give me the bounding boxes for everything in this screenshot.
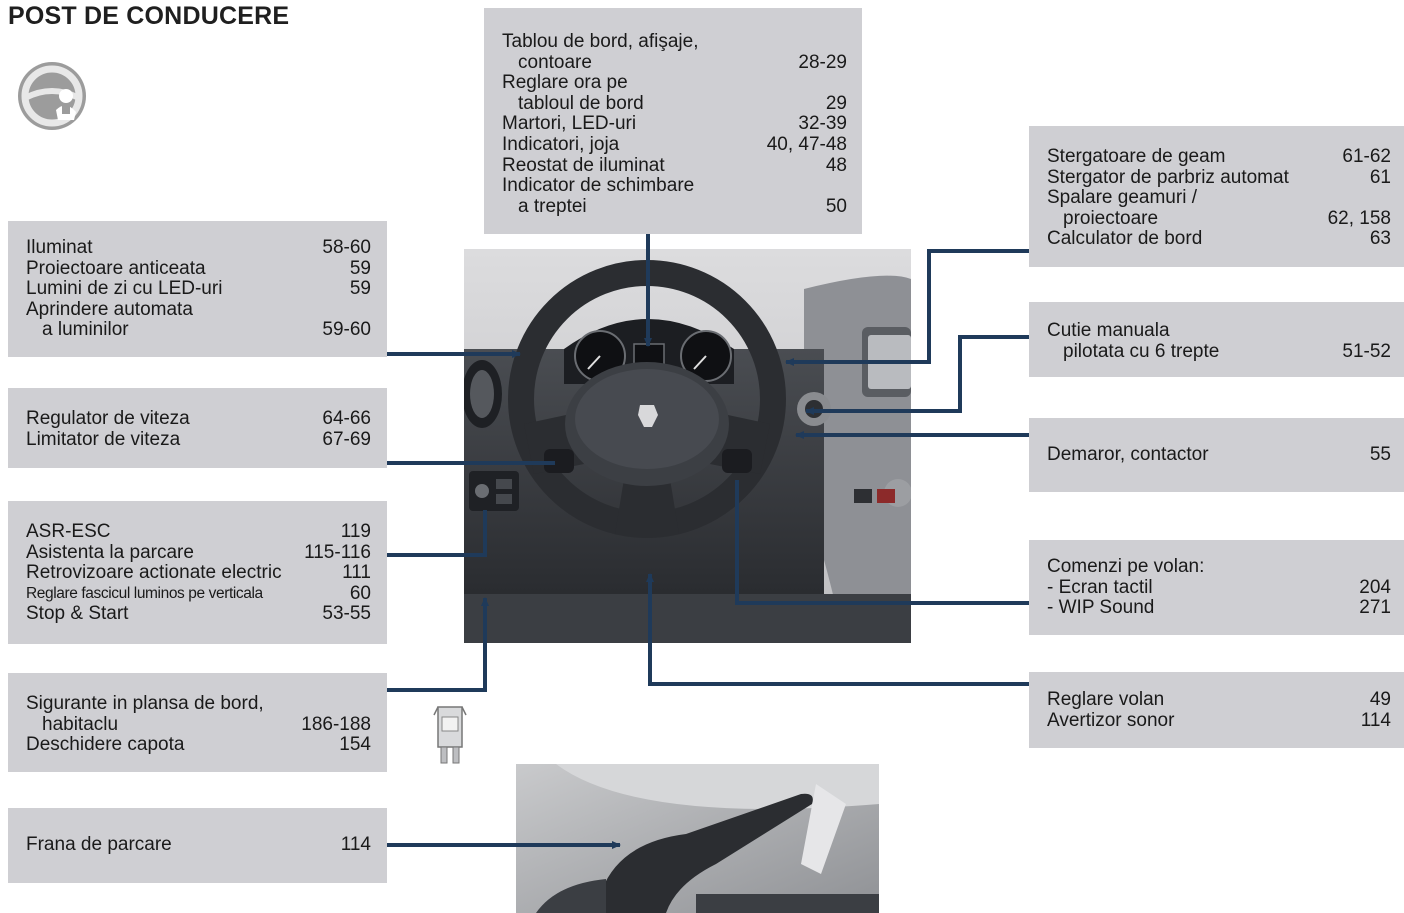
list-item: Tablou de bord, afişaje,	[502, 31, 699, 52]
fuse-icon	[430, 703, 470, 767]
list-item: Cutie manuala	[1047, 320, 1170, 341]
list-item: Comenzi pe volan:	[1047, 556, 1205, 577]
list-item: Aprindere automata	[26, 298, 193, 320]
list-item: Indicator de schimbare	[502, 175, 695, 197]
list-item: Reglare ora pe	[502, 72, 628, 94]
steering-wheel-driver-icon	[12, 60, 92, 132]
list-item: Spalare geamuri /	[1047, 187, 1197, 209]
page-title: POST DE CONDUCERE	[8, 2, 290, 30]
list-item: Sigurante in plansa de bord,	[26, 693, 264, 714]
dashboard-illustration	[464, 249, 911, 643]
handbrake-illustration	[516, 764, 879, 913]
